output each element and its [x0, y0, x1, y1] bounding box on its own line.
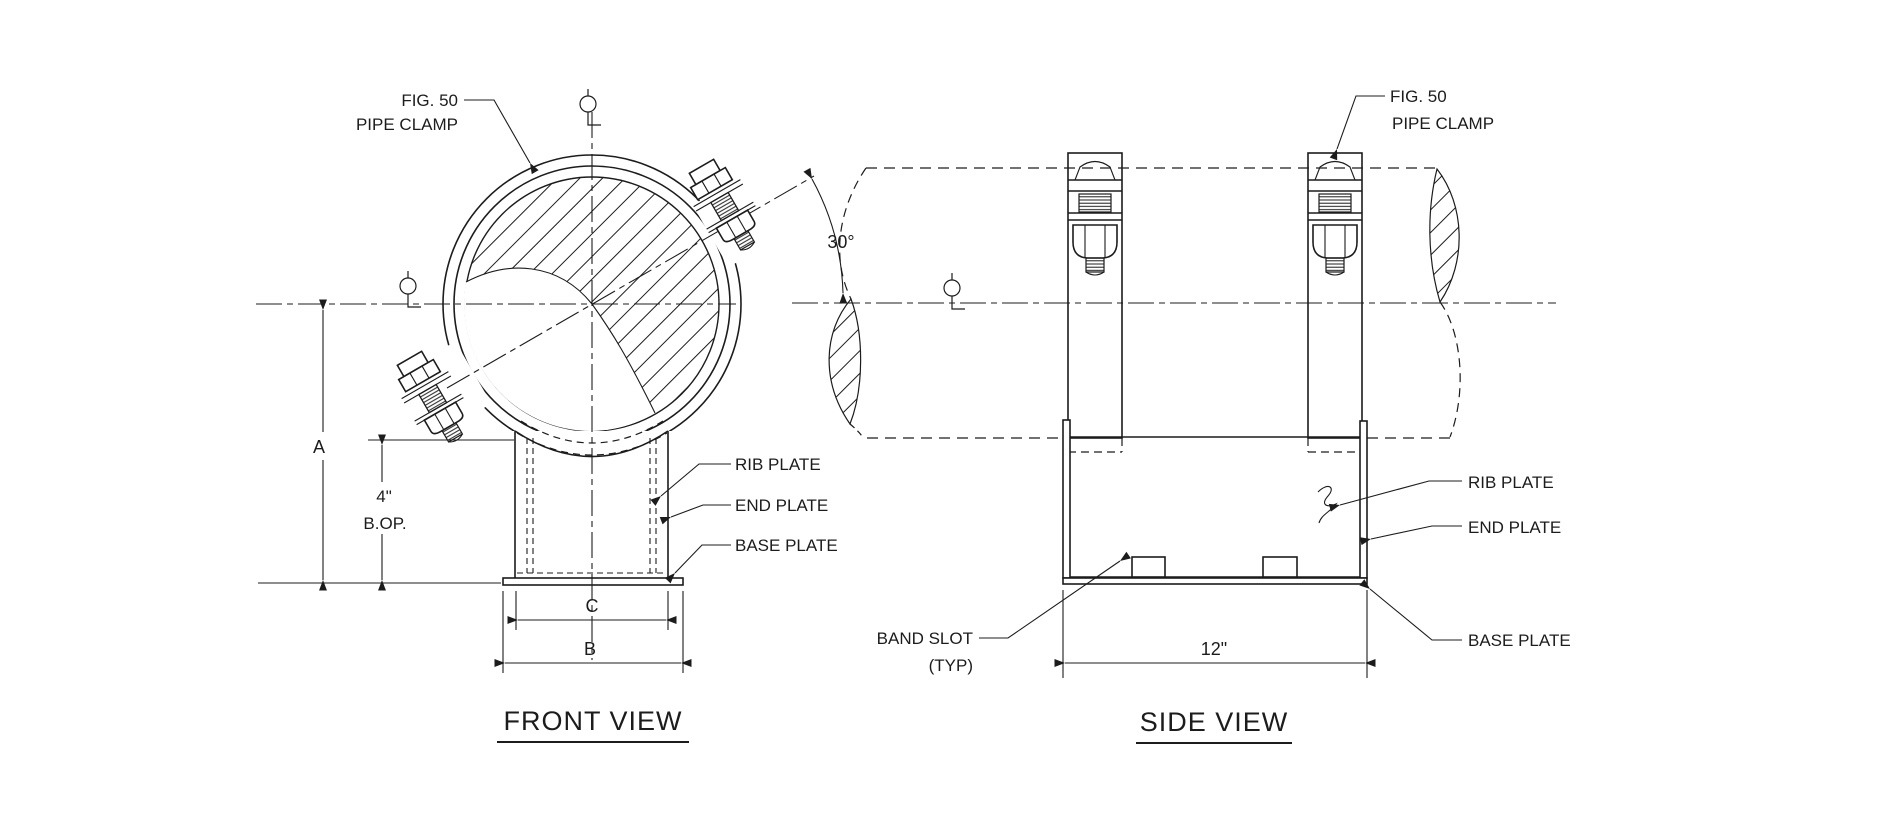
side-band-slot-typ: (TYP)	[929, 656, 973, 675]
side-dimensions: 12"	[1054, 590, 1376, 678]
dim-c-label: C	[586, 596, 599, 616]
front-base-plate-label: BASE PLATE	[735, 536, 838, 555]
side-left-break	[828, 297, 862, 426]
centerline-symbol	[399, 270, 422, 308]
side-rib-break-mark	[1317, 485, 1338, 524]
side-left-end-plate	[1062, 419, 1071, 579]
front-centerlines	[256, 88, 815, 660]
front-base-plate	[502, 577, 684, 586]
side-band-slot-left	[1131, 556, 1166, 578]
side-support	[1062, 419, 1368, 585]
front-view: A 4" B.OP. C B 30° FIG. 50 PIPE CLAMP RI…	[256, 88, 855, 743]
dim-bop-value: 4"	[376, 487, 392, 506]
dim-angle-label: 30°	[827, 232, 854, 252]
front-end-plate-edges	[514, 431, 669, 578]
front-callouts: FIG. 50 PIPE CLAMP RIB PLATE END PLATE B…	[356, 91, 838, 584]
front-dimensions: A 4" B.OP. C B 30°	[258, 167, 855, 673]
front-support	[368, 420, 684, 586]
side-view-title: SIDE VIEW	[1140, 707, 1289, 737]
side-band-slot-right	[1262, 556, 1298, 578]
centerline-symbol	[943, 272, 966, 310]
front-rib-plate-label: RIB PLATE	[735, 455, 821, 474]
side-pipe	[792, 167, 1556, 439]
dim-a-label: A	[313, 437, 325, 457]
dim-b-label: B	[584, 639, 596, 659]
dim-12-label: 12"	[1201, 639, 1227, 659]
centerline-symbol	[579, 88, 602, 126]
front-end-plate-label: END PLATE	[735, 496, 828, 515]
dim-angle-arc	[803, 167, 848, 304]
front-fig-label: FIG. 50	[401, 91, 458, 110]
front-view-title: FRONT VIEW	[503, 706, 682, 736]
front-clamp-label: PIPE CLAMP	[356, 115, 458, 134]
side-fig-label: FIG. 50	[1390, 87, 1447, 106]
dim-bop-label: B.OP.	[363, 514, 406, 533]
side-clamp-label: PIPE CLAMP	[1392, 114, 1494, 133]
side-base-plate	[1062, 577, 1368, 585]
side-base-plate-label: BASE PLATE	[1468, 631, 1571, 650]
side-rib-plate-label: RIB PLATE	[1468, 473, 1554, 492]
side-end-plate-label: END PLATE	[1468, 518, 1561, 537]
side-right-break	[1429, 167, 1460, 304]
side-band-slot-label: BAND SLOT	[877, 629, 973, 648]
side-callouts: FIG. 50 PIPE CLAMP RIB PLATE END PLATE B…	[877, 87, 1571, 675]
side-view: 12" FIG. 50 PIPE CLAMP RIB PLATE END PLA…	[792, 87, 1571, 744]
